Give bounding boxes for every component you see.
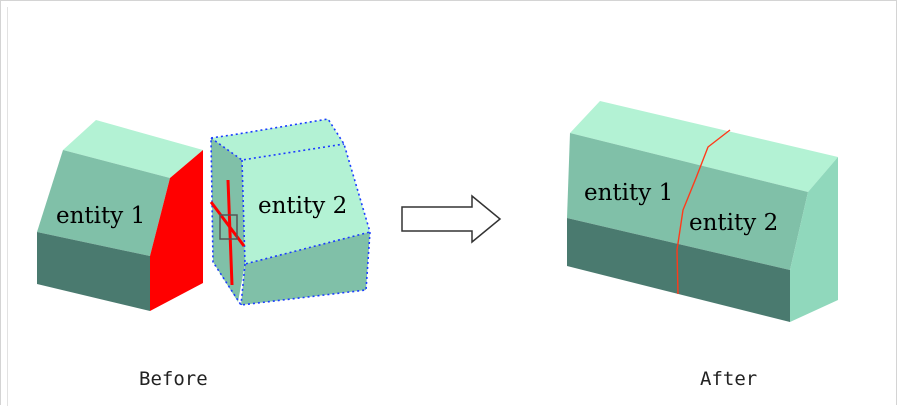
after-caption: After — [700, 368, 758, 390]
after-entity-1-label: entity 1 — [584, 180, 673, 206]
merged-side-face — [790, 157, 838, 322]
entity-1-lower-front-face — [37, 232, 150, 311]
before-caption: Before — [139, 368, 208, 390]
before-entity-1-label: entity 1 — [56, 203, 145, 229]
merged-top-face — [570, 101, 838, 192]
entity-2-bottom-face — [241, 232, 370, 305]
entity-2-top-face — [211, 119, 344, 160]
before-entity-2: entity 2 — [209, 118, 371, 306]
after-merged-entity: entity 1 entity 2 — [567, 101, 838, 322]
entity-1-upper-front-face — [37, 150, 170, 256]
entity-1-top-face — [63, 120, 203, 178]
before-entity-1: entity 1 — [37, 120, 203, 311]
entity-2-front-face — [242, 144, 370, 264]
frame-inner-edge — [7, 7, 8, 406]
entity-1-highlighted-face — [150, 150, 203, 311]
merged-lower-front-face — [567, 218, 790, 322]
after-entity-2-label: entity 2 — [689, 210, 778, 236]
before-entity-2-label: entity 2 — [258, 193, 347, 219]
merged-upper-front-face — [567, 133, 808, 270]
entity-2-left-face — [211, 138, 245, 302]
intersection-cross-marker — [209, 179, 246, 286]
merge-seam-line — [676, 129, 731, 295]
transform-arrow-icon — [401, 194, 502, 244]
